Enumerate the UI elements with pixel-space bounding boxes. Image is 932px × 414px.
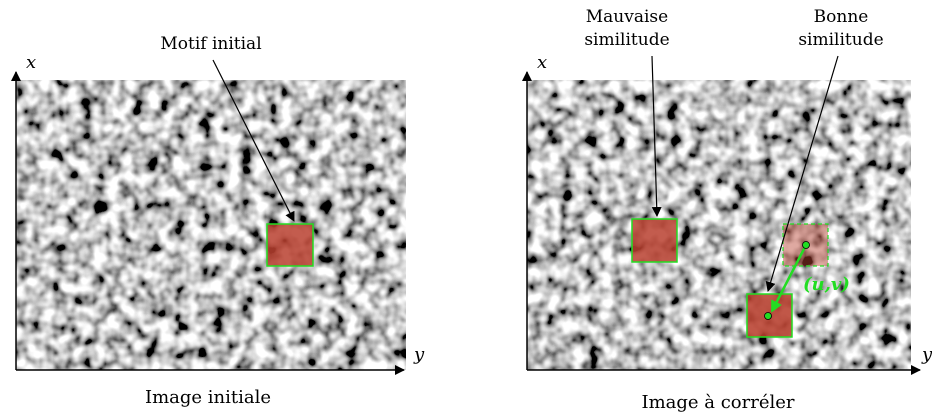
bad-match-arrow xyxy=(651,55,662,217)
right-axis-y-label: y xyxy=(921,344,932,365)
right-axis-x-label: x xyxy=(537,52,547,73)
initial-image xyxy=(16,80,406,370)
bad-match-label-line2: similitude xyxy=(584,30,669,50)
left-panel: x y Motif initial Image initiale xyxy=(11,34,425,408)
left-caption: Image initiale xyxy=(145,387,271,408)
right-caption: Image à corréler xyxy=(641,392,794,413)
reference-center-dot xyxy=(802,241,810,249)
displacement-vector xyxy=(770,244,808,313)
bad-match-label-line1: Mauvaise xyxy=(586,7,668,27)
right-panel: (u,v) x y Mauvaise similitude Bonne simi… xyxy=(522,7,932,413)
good-match-arrow xyxy=(765,55,839,292)
left-axis-x-label: x xyxy=(26,52,36,73)
left-axis-y-label: y xyxy=(413,344,425,365)
bad-match-box xyxy=(631,218,678,263)
initial-pattern-label: Motif initial xyxy=(160,34,261,54)
displacement-label: (u,v) xyxy=(803,274,850,295)
initial-pattern-arrow xyxy=(212,59,295,222)
match-center-dot xyxy=(764,312,772,320)
initial-pattern-box xyxy=(266,223,314,267)
good-match-label-line2: similitude xyxy=(798,30,883,50)
image-to-correlate xyxy=(527,80,911,370)
good-match-label-line1: Bonne xyxy=(814,7,869,27)
